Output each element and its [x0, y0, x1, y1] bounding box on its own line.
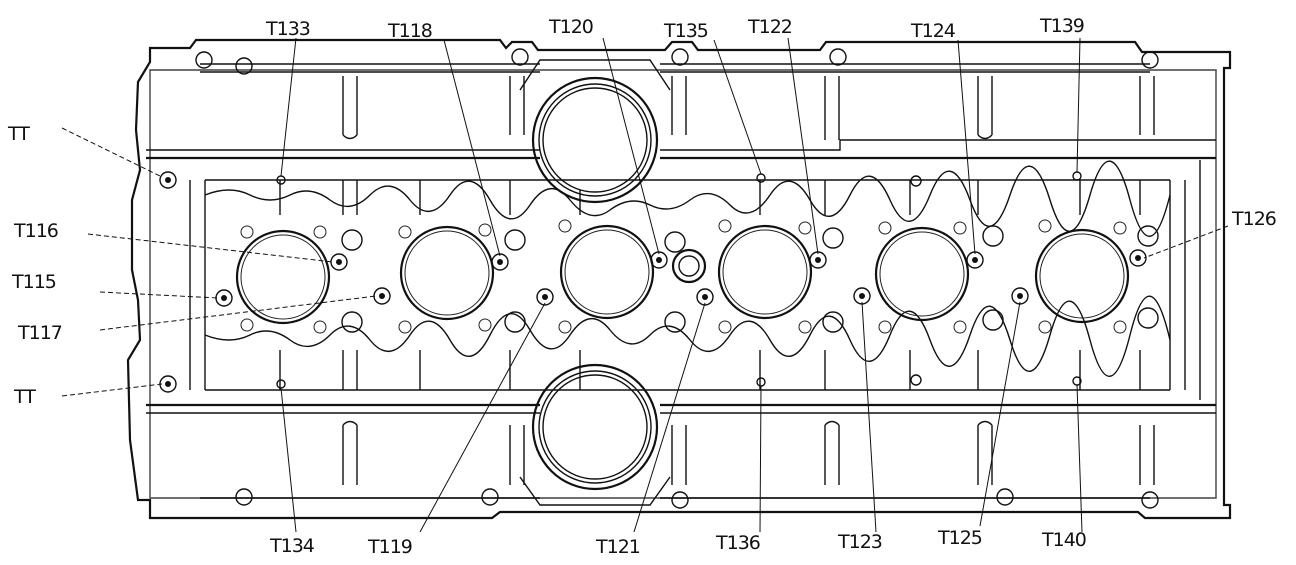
bolt-bosses	[195, 48, 1159, 509]
ribs	[279, 76, 1155, 485]
label-t135: T135	[663, 20, 708, 42]
label-t121: T121	[595, 536, 640, 558]
label-t126: T126	[1231, 208, 1276, 230]
label-t115: T115	[11, 271, 56, 293]
label-t134: T134	[269, 535, 315, 557]
label-t122: T122	[747, 16, 792, 38]
lower-bore	[519, 363, 671, 506]
label-t136: T136	[715, 532, 760, 554]
label-t140: T140	[1041, 529, 1086, 551]
label-t133: T133	[265, 18, 310, 40]
cylinder-openings	[235, 224, 1130, 325]
label-t117: T117	[17, 322, 62, 344]
label-t116: T116	[13, 220, 58, 242]
label-t120: T120	[548, 16, 593, 38]
label-t123: T123	[837, 531, 882, 553]
label-t139: T139	[1039, 15, 1084, 37]
upper-bore	[519, 59, 671, 204]
casting-outline	[126, 38, 1232, 520]
label-t119: T119	[367, 536, 412, 558]
leader-lines	[61, 37, 1229, 533]
label-tt-bottom: TT	[13, 386, 36, 408]
label-t118: T118	[387, 20, 432, 42]
callout-labels: T133 T118 T120 T135 T122 T124 T139 TT T1…	[7, 15, 1277, 558]
label-t124: T124	[910, 20, 956, 42]
label-t125: T125	[937, 527, 982, 549]
label-tt-top: TT	[7, 123, 30, 145]
